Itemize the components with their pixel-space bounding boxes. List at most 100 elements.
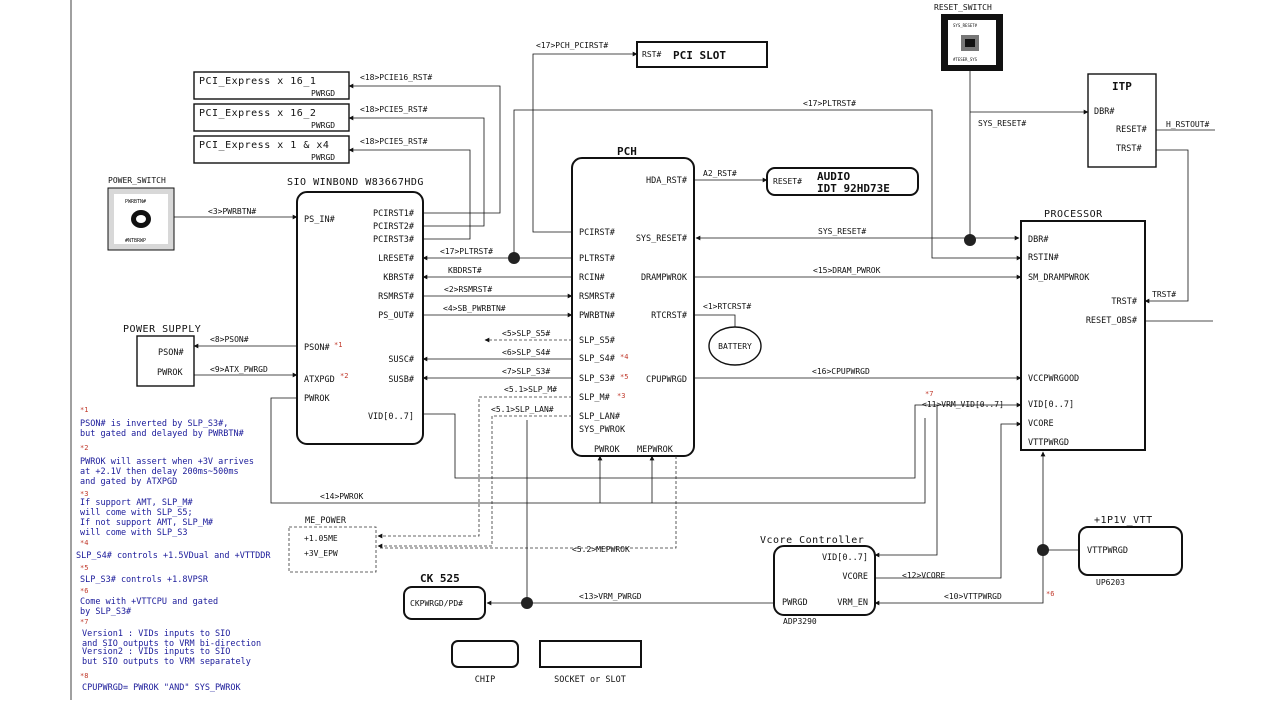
svg-text:*1: *1 [80,406,88,414]
signal-label: <2>RSMRST# [444,285,492,294]
ck-525-block: CK 525 CKPWRGD/PD# [403,572,486,620]
svg-text:CPUPWRGD= PWROK "AND" SYS_PWRO: CPUPWRGD= PWROK "AND" SYS_PWROK [82,683,242,693]
svg-text:*8: *8 [80,672,88,680]
sio-pin: SUSC# [388,355,414,365]
signal-label: SYS_RESET# [818,227,866,236]
pch-pin: CPUPWRGD [646,375,687,385]
signal-label: <12>VCORE [902,571,946,580]
signal-label: <17>PCH_PCIRST# [536,41,608,50]
svg-text:*6: *6 [80,587,88,595]
junction-dot [521,597,533,609]
pch-pin: SLP_LAN# [579,412,621,422]
signal-labels: <17>PCH_PCIRST# <18>PCIE16_RST# <18>PCIE… [208,41,1210,601]
vtt-part: UP6203 [1096,578,1125,587]
sio-pin: PSON# [304,343,330,353]
processor-pin: SM_DRAMPWROK [1028,273,1090,283]
processor-pin: VTTPWRGD [1028,438,1069,448]
vtt-block: +1P1V_VTT VTTPWRGD UP6203 [1078,515,1183,587]
signal-label: <9>ATX_PWRGD [210,365,268,374]
signal-label: <5.1>SLP_LAN# [491,405,554,414]
processor-pin: DBR# [1028,235,1049,245]
me-power-rail: +3V_EPW [304,549,338,558]
signal-label: <18>PCIE5_RST# [360,137,428,146]
pch-pin: SLP_S4# [579,354,616,364]
itp-pin: TRST# [1116,144,1142,154]
junction-dot [964,234,976,246]
pch-pin: SYS_PWROK [579,425,626,435]
pci-slot-block: RST# PCI SLOT [636,41,768,68]
svg-text:*7: *7 [80,618,88,626]
note-1: *1 PSON# is inverted by SLP_S3#, but gat… [80,406,245,439]
svg-text:Come with +VTTCPU and gated: Come with +VTTCPU and gated [80,597,218,607]
pch-pin: PLTRST# [579,254,616,264]
pch-pin: PWROK [594,445,620,455]
svg-text:PSON# is inverted by SLP_S3#,: PSON# is inverted by SLP_S3#, [80,419,228,429]
vcore-controller-pin: VRM_EN [837,598,868,608]
pcie-slot-title: PCI_Express x 1 & x4 [199,140,329,151]
footnote-mark: *2 [340,372,348,380]
pcie-slot-title: PCI_Express x 16_1 [199,76,316,87]
power-switch-title: POWER_SWITCH [108,176,166,185]
signal-label: <5.2>MEPWROK [572,545,630,554]
signal-label: <7>SLP_S3# [502,367,550,376]
svg-text:*2: *2 [80,444,88,452]
processor-pin: TRST# [1111,297,1137,307]
vcore-controller-pin: VCORE [842,572,868,582]
note-4: *4 SLP_S4# controls +1.5VDual and +VTTDD… [76,539,271,561]
processor-pin: RSTIN# [1028,253,1060,263]
signal-label: <16>CPUPWRGD [812,367,870,376]
note-5: *5 SLP_S3# controls +1.8VPSR [80,564,209,585]
processor-pin: VCCPWRGOOD [1028,374,1079,384]
pch-pin: PWRBTN# [579,311,616,321]
svg-text:at +2.1V then delay 200ms~500m: at +2.1V then delay 200ms~500ms [80,467,239,477]
note-6: *6 Come with +VTTCPU and gated by SLP_S3… [80,587,218,617]
audio-block: RESET# AUDIO IDT 92HD73E [766,167,919,196]
svg-text:#NTBRWP: #NTBRWP [125,238,146,244]
processor-pin: RESET_OBS# [1086,316,1138,326]
reset-switch-block: RESET_SWITCH SYS_RESET# #TESER_SYS [934,3,1003,71]
me-power-title: ME_POWER [305,516,347,526]
power-supply-pin: PSON# [158,348,184,358]
pch-pin: SLP_M# [579,393,611,403]
vcore-controller-part: ADP3290 [783,617,817,626]
sio-title: SIO WINBOND W83667HDG [287,177,424,188]
pch-pin: MEPWROK [637,445,674,455]
junctions [508,234,1049,609]
svg-text:If support AMT, SLP_M#: If support AMT, SLP_M# [80,498,193,508]
sio-pin: PS_OUT# [378,311,415,321]
signal-label: <6>SLP_S4# [502,348,550,357]
power-supply-pin: PWROK [157,368,183,378]
legend-chip-shape [451,640,519,668]
junction-dot [508,252,520,264]
legend-socket-label: SOCKET or SLOT [554,675,626,685]
pch-block: PCH PCIRST# PLTRST# RCIN# RSMRST# PWRBTN… [571,145,695,457]
svg-text:Version1 : VIDs inputs to SIO: Version1 : VIDs inputs to SIO [82,629,230,639]
battery-title: BATTERY [718,342,752,351]
pch-pin: RSMRST# [579,292,616,302]
footnote-mark: *7 [925,390,933,398]
sio-pin: SUSB# [388,375,414,385]
pch-pin: DRAMPWROK [641,273,688,283]
signal-label: <1>RTCRST# [703,302,751,311]
pch-pin: RCIN# [579,273,605,283]
signal-label: <11>VRM_VID[0..7] [922,400,1004,409]
pcie-slot-pin: PWRGD [311,153,335,162]
signal-label: <17>PLTRST# [803,99,856,108]
svg-text:by SLP_S3#: by SLP_S3# [80,607,132,617]
signal-label: SYS_RESET# [978,119,1026,128]
sio-pin: PCIRST1# [373,209,415,219]
signal-label: <18>PCIE16_RST# [360,73,432,82]
legend: CHIP SOCKET or SLOT [451,640,642,685]
note-3: *3 If support AMT, SLP_M# will come with… [80,490,214,538]
sio-pin: ATXPGD [304,375,335,385]
pch-pin: SLP_S5# [579,336,616,346]
itp-pin: RESET# [1116,125,1148,135]
audio-title: AUDIO [817,170,850,183]
vcore-controller-title: Vcore Controller [760,535,864,546]
signal-label: <18>PCIE5_RST# [360,105,428,114]
signal-label: <4>SB_PWRBTN# [443,304,506,313]
pcie-x16-2-block: PCI_Express x 16_2 PWRGD [193,103,350,132]
battery-block: BATTERY [708,326,762,366]
svg-text:PWROK will assert when +3V arr: PWROK will assert when +3V arrives [80,457,254,467]
ck-title: CK 525 [420,572,460,585]
